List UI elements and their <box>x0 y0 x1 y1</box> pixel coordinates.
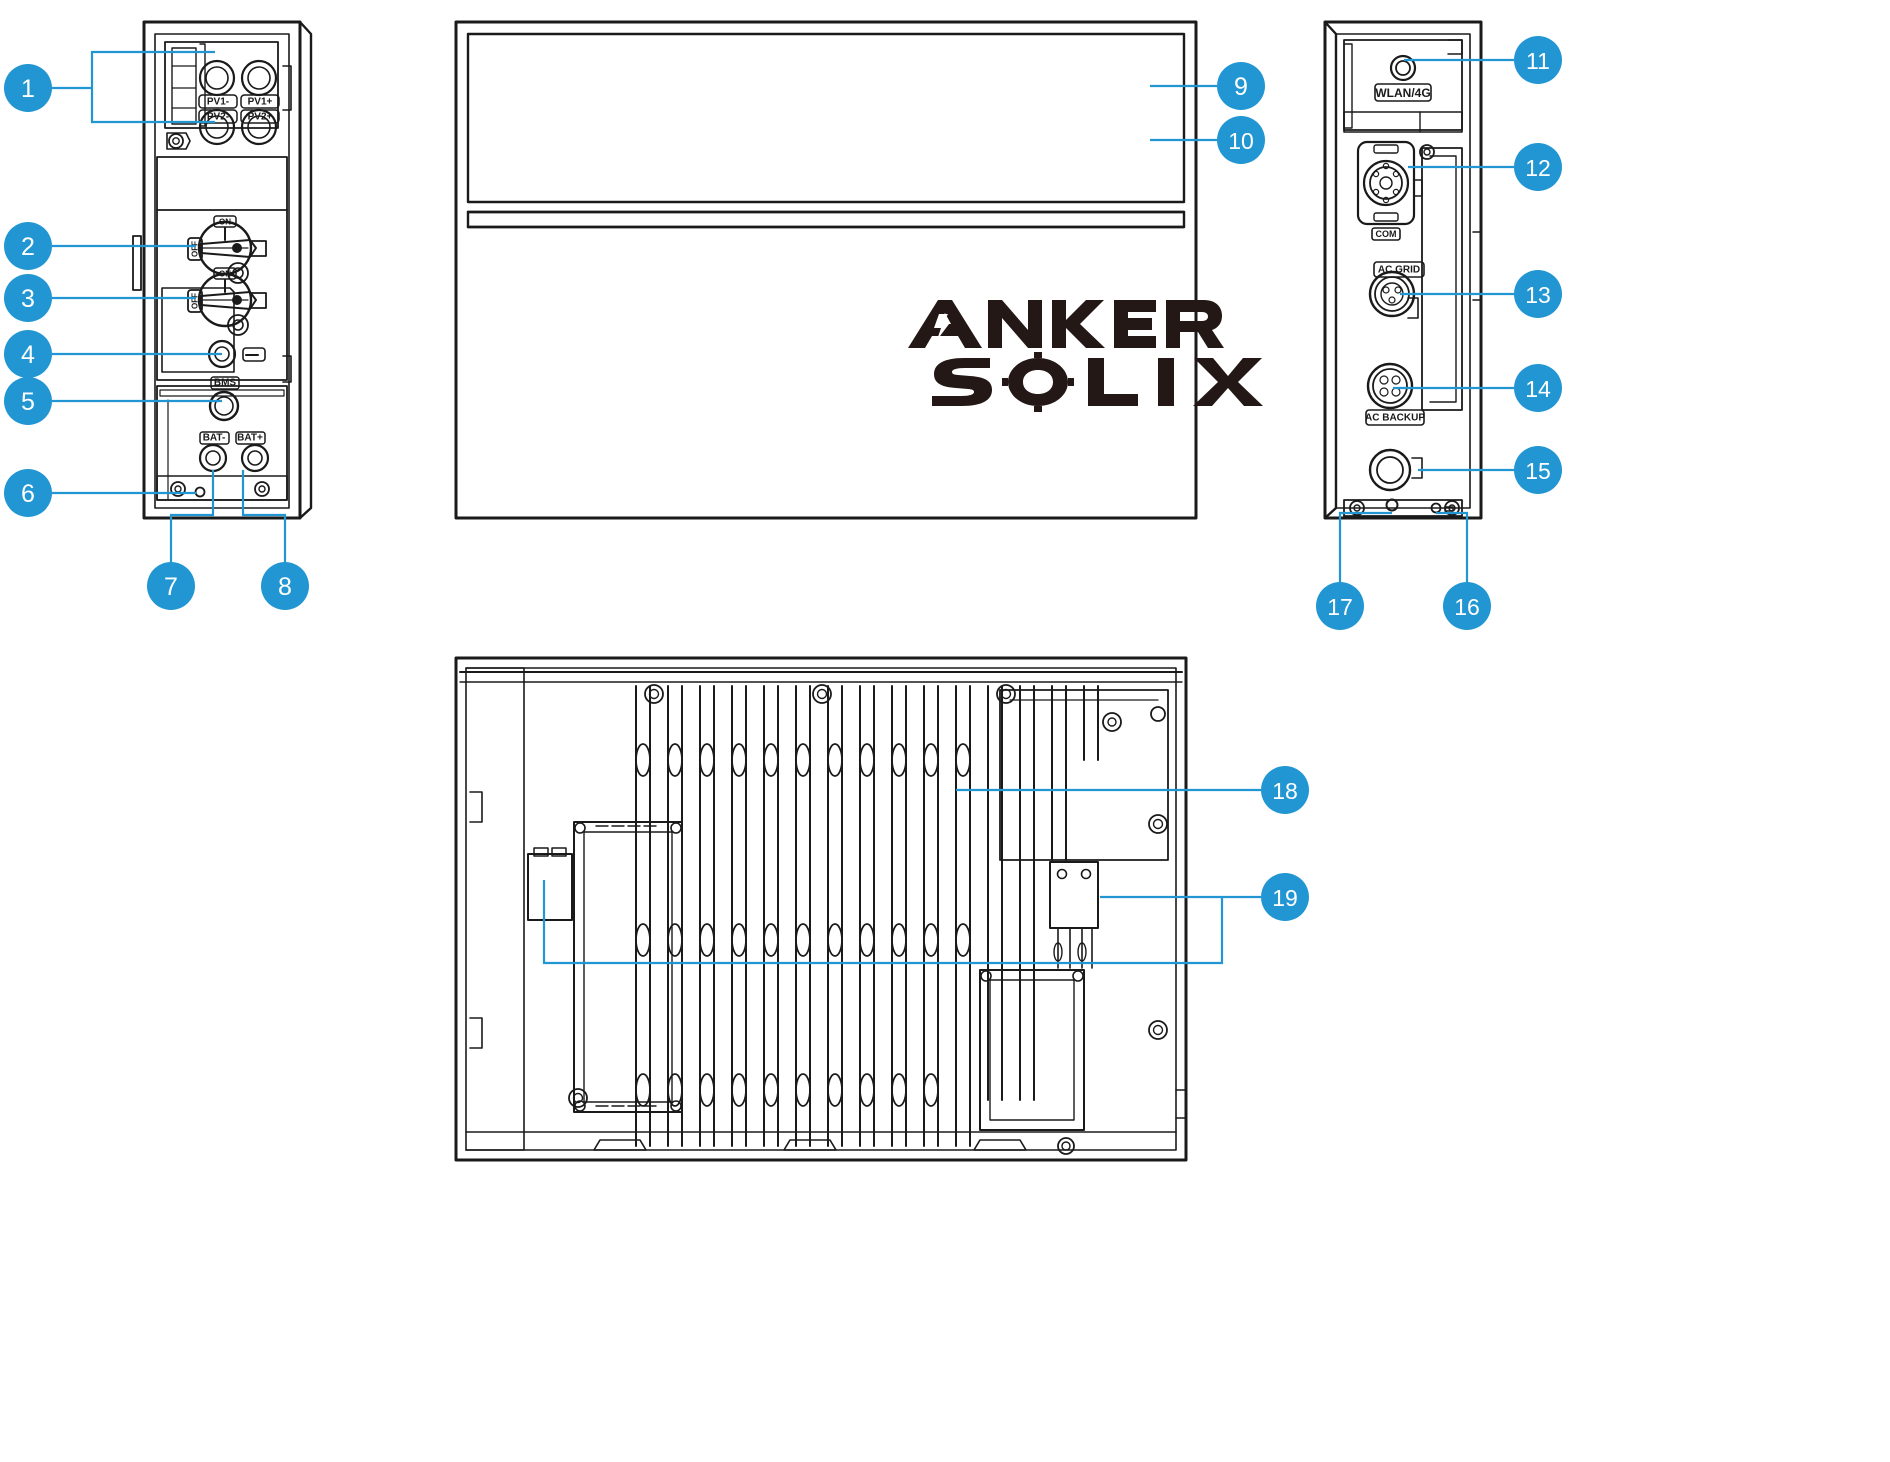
callout-circle-2 <box>4 222 52 270</box>
callout-circle-17 <box>1316 582 1364 630</box>
leader-line-8 <box>241 470 287 562</box>
label-switch2-on: ON <box>219 270 231 279</box>
label-ac-grid: AC GRID <box>1378 265 1420 276</box>
ac-backup-port <box>1366 362 1414 410</box>
mounting-brackets <box>527 847 1099 969</box>
front-panel-view <box>454 20 1198 520</box>
callout-badge-7[interactable]: 7 <box>147 562 195 610</box>
callout-number-9: 9 <box>1234 73 1248 101</box>
leader-line-1 <box>52 50 215 124</box>
label-bat-pos: BAT+ <box>237 433 263 444</box>
label-bms: BMS <box>214 378 237 389</box>
label-pv2-neg: PV2- <box>207 112 229 123</box>
callout-badge-3[interactable]: 3 <box>4 274 52 322</box>
label-wlan-4g: WLAN/4G <box>1375 86 1430 100</box>
label-pv2-pos: PV2+ <box>248 112 273 123</box>
callout-circle-15 <box>1514 446 1562 494</box>
callout-circle-14 <box>1514 364 1562 412</box>
bat-positive-terminal <box>240 443 270 473</box>
label-ac-backup: AC BACKUP <box>1365 413 1425 424</box>
callout-number-7: 7 <box>164 573 178 601</box>
label-switch1-off: OFF <box>191 241 200 257</box>
callout-badge-19[interactable]: 19 <box>1261 873 1309 921</box>
callout-circle-8 <box>261 562 309 610</box>
callout-badge-2[interactable]: 2 <box>4 222 52 270</box>
callout-circle-9 <box>1217 62 1265 110</box>
callout-badge-9[interactable]: 9 <box>1217 62 1265 110</box>
cable-gland-port <box>1368 448 1412 492</box>
label-bat-neg: BAT- <box>203 433 226 444</box>
right-side-panel-view <box>1323 20 1483 520</box>
label-com: COM <box>1376 229 1397 239</box>
callout-number-18: 18 <box>1272 778 1298 804</box>
callout-badge-10[interactable]: 10 <box>1217 116 1265 164</box>
callout-badge-18[interactable]: 18 <box>1261 766 1309 814</box>
callout-number-14: 14 <box>1525 376 1551 402</box>
callout-circle-16 <box>1443 582 1491 630</box>
callout-badge-11[interactable]: 11 <box>1514 36 1562 84</box>
pv1-rotary-switch <box>197 220 267 276</box>
callout-badge-13[interactable]: 13 <box>1514 270 1562 318</box>
label-pv1-pos: PV1+ <box>248 97 273 108</box>
callout-circle-7 <box>147 562 195 610</box>
callout-circle-12 <box>1514 143 1562 191</box>
callout-badge-5[interactable]: 5 <box>4 377 52 425</box>
callout-number-17: 17 <box>1327 594 1353 620</box>
callout-number-5: 5 <box>21 388 35 416</box>
callout-badge-8[interactable]: 8 <box>261 562 309 610</box>
callout-badge-12[interactable]: 12 <box>1514 143 1562 191</box>
leader-line-16 <box>1436 511 1469 582</box>
callout-number-10: 10 <box>1228 128 1254 154</box>
callout-number-4: 4 <box>21 341 35 369</box>
callout-number-1: 1 <box>21 75 35 103</box>
callout-circle-6 <box>4 469 52 517</box>
callout-number-3: 3 <box>21 285 35 313</box>
leader-line-7 <box>169 470 215 562</box>
label-switch2-off: OFF <box>191 293 200 309</box>
callout-circle-11 <box>1514 36 1562 84</box>
wlan-4g-antenna-port <box>1389 54 1417 82</box>
left-side-panel-view <box>132 20 313 520</box>
callout-circle-3 <box>4 274 52 322</box>
callout-circle-10 <box>1217 116 1265 164</box>
callout-badge-1[interactable]: 1 <box>4 64 52 112</box>
callout-circle-19 <box>1261 873 1309 921</box>
callout-number-6: 6 <box>21 480 35 508</box>
callout-number-2: 2 <box>21 233 35 261</box>
pv2-rotary-switch <box>197 272 267 328</box>
callout-number-8: 8 <box>278 573 292 601</box>
callout-badge-6[interactable]: 6 <box>4 469 52 517</box>
callout-number-15: 15 <box>1525 458 1551 484</box>
callout-circle-5 <box>4 377 52 425</box>
leader-line-19 <box>542 880 1261 965</box>
bms-port <box>208 390 240 422</box>
callout-badge-4[interactable]: 4 <box>4 330 52 378</box>
callout-badge-16[interactable]: 16 <box>1443 582 1491 630</box>
callout-badge-14[interactable]: 14 <box>1514 364 1562 412</box>
callout-circle-13 <box>1514 270 1562 318</box>
callout-badge-15[interactable]: 15 <box>1514 446 1562 494</box>
callout-number-16: 16 <box>1454 594 1480 620</box>
label-pv1-neg: PV1- <box>207 97 229 108</box>
callout-circle-1 <box>4 64 52 112</box>
label-switch1-on: ON <box>219 218 231 227</box>
callout-circle-4 <box>4 330 52 378</box>
callout-number-13: 13 <box>1525 282 1551 308</box>
callout-number-19: 19 <box>1272 885 1298 911</box>
callout-circle-18 <box>1261 766 1309 814</box>
callout-badge-17[interactable]: 17 <box>1316 582 1364 630</box>
callout-number-11: 11 <box>1526 48 1550 74</box>
leader-line-17 <box>1338 511 1392 582</box>
bottom-heatsink-view <box>454 656 1188 1162</box>
callout-number-12: 12 <box>1525 155 1551 181</box>
